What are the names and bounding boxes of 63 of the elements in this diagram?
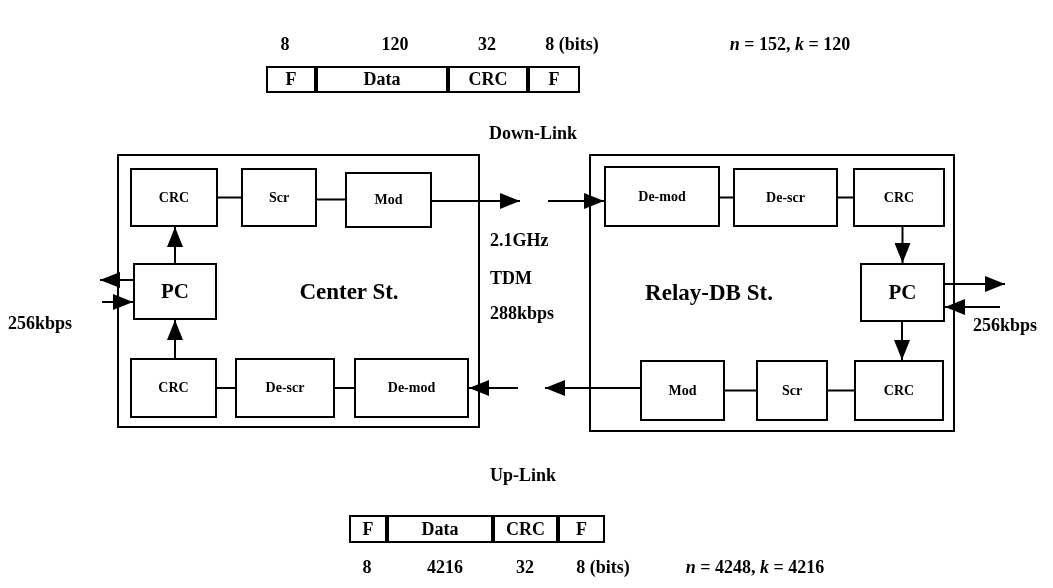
arrow [101,294,134,310]
link-label: Up-Link [490,464,556,486]
arrow [99,272,134,288]
bit-count: 8 (bits) [576,556,630,578]
arrow [431,193,521,209]
process-box: PC [133,263,217,320]
process-box: CRC [130,168,218,227]
connector-line [724,389,757,392]
frame-size-note: n = 152, k = 120 [729,33,851,55]
connector-line [334,387,355,389]
process-box: CRC [853,168,945,227]
connector-line [837,196,854,199]
connector-line [216,387,236,389]
process-box: CRC [130,358,217,418]
station-container [117,154,480,428]
parameter-label: 2.1GHz [490,229,549,251]
process-box: Scr [241,168,317,227]
connector-line [719,196,734,199]
process-box: De-mod [604,166,720,227]
bit-count: 8 (bits) [545,33,599,55]
frame-field: Data [387,515,493,543]
process-box: De-mod [354,358,469,418]
station-title: Center St. [299,279,399,305]
frame-field: F [349,515,387,543]
process-box: PC [860,263,945,322]
arrow [944,276,1006,292]
parameter-label: TDM [490,267,532,289]
frame-field: Data [316,66,448,93]
bit-count: 32 [478,33,496,55]
arrow [167,226,183,264]
process-box: Scr [756,360,828,421]
frame-field: F [266,66,316,93]
process-box: CRC [854,360,944,421]
station-title: Relay-DB St. [645,280,773,306]
arrow [894,321,910,361]
connector-line [316,198,346,201]
arrow [468,380,519,396]
frame-field: CRC [493,515,558,543]
frame-field: F [528,66,580,93]
process-box: De-scr [733,168,838,227]
frame-field: CRC [448,66,528,93]
process-box: Mod [640,360,725,421]
bit-count: 4216 [427,556,463,578]
arrow [547,193,605,209]
connector-line [217,196,242,199]
process-box: Mod [345,172,432,228]
arrow [167,319,183,359]
connector-line [827,389,855,392]
bit-count: 120 [381,33,409,55]
bit-count: 8 [362,556,372,578]
rate-label: 256kbps [8,312,72,334]
parameter-label: 288kbps [490,302,555,324]
rate-label: 256kbps [973,314,1037,336]
station-container [589,154,955,432]
arrow [544,380,641,396]
link-label: Down-Link [489,122,577,144]
bit-count: 32 [516,556,534,578]
frame-size-note: n = 4248, k = 4216 [685,556,825,578]
bit-count: 8 [280,33,290,55]
arrow [944,299,1001,315]
arrow [894,226,911,264]
frame-field: F [558,515,605,543]
process-box: De-scr [235,358,335,418]
